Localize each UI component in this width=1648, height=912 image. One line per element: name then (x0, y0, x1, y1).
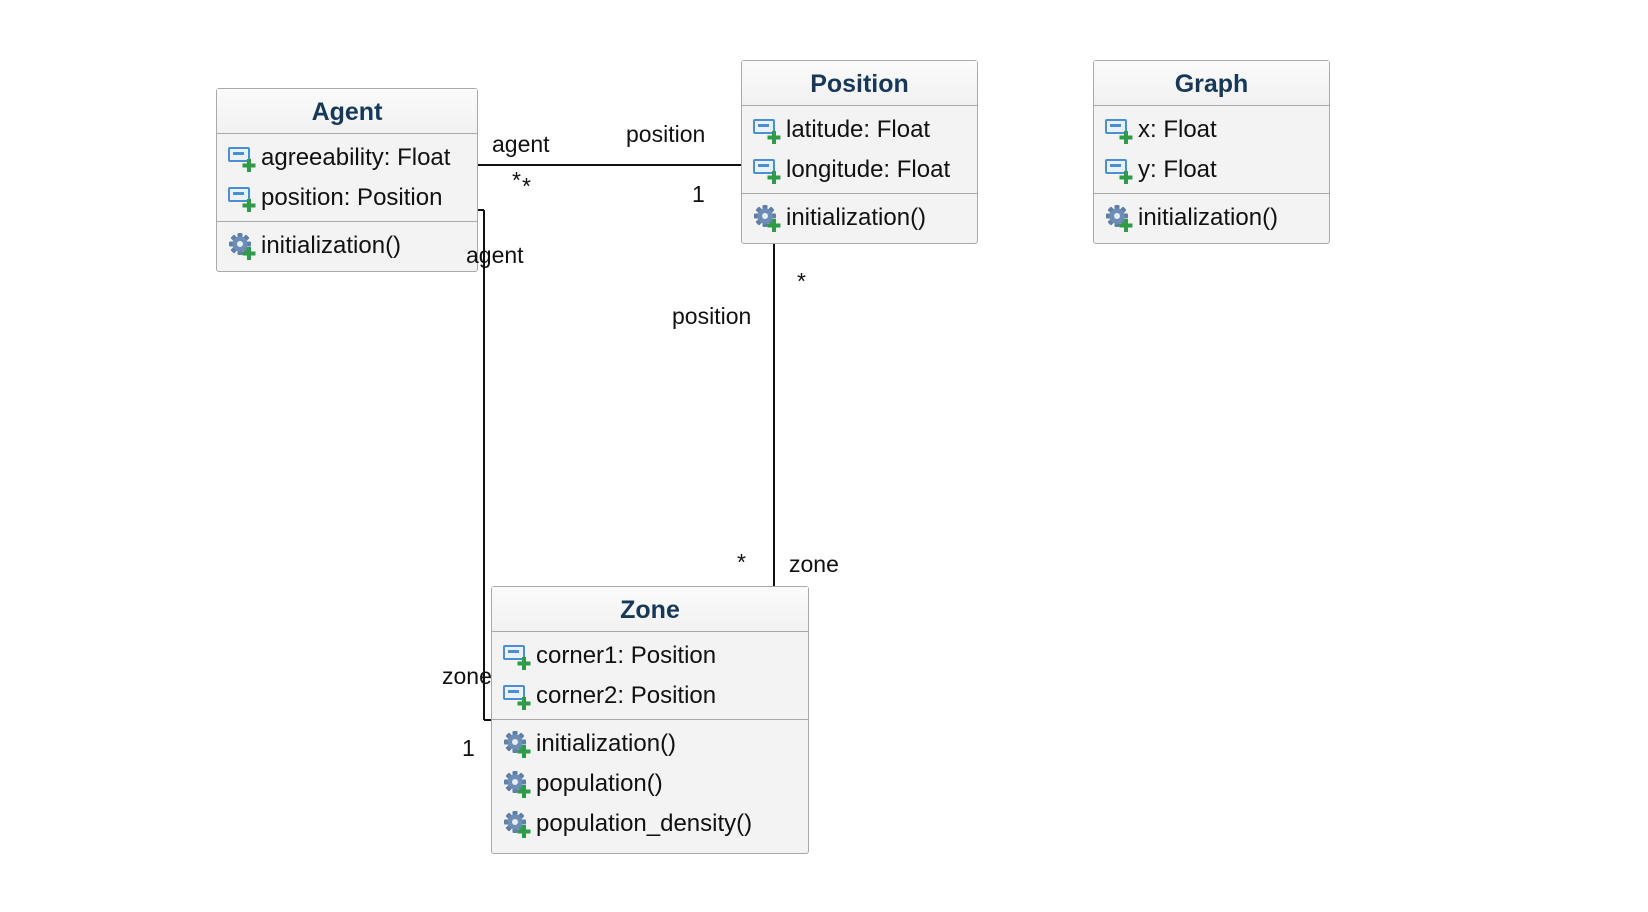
attribute-row[interactable]: corner2: Position (492, 676, 808, 716)
multiplicity-label-agent: * (522, 173, 531, 199)
operation-row[interactable]: initialization() (492, 724, 808, 764)
class-agent[interactable]: Agent agreeability: Float position: Posi… (216, 88, 478, 272)
multiplicity-label-zone: * (737, 549, 746, 575)
attribute-plus-icon (752, 155, 782, 185)
attribute-label: corner1: Position (536, 642, 717, 669)
attribute-plus-icon (1104, 115, 1134, 145)
multiplicity-label-position: * (797, 268, 806, 294)
class-zone-operations: initialization() population() population… (492, 719, 808, 847)
multiplicity-label-agent: * (512, 167, 521, 193)
class-agent-operations: initialization() (217, 221, 477, 269)
attribute-row[interactable]: latitude: Float (742, 110, 977, 150)
operation-gear-plus-icon (1104, 203, 1134, 233)
attribute-row[interactable]: corner1: Position (492, 636, 808, 676)
operation-gear-plus-icon (502, 729, 532, 759)
operation-row[interactable]: population_density() (492, 804, 808, 844)
role-label-agent: agent (492, 131, 550, 157)
class-position-attributes: latitude: Float longitude: Float (742, 106, 977, 193)
attribute-label: position: Position (261, 184, 443, 211)
class-zone[interactable]: Zone corner1: Position corner2: Position… (491, 586, 809, 854)
attribute-plus-icon (502, 641, 532, 671)
attribute-plus-icon (1104, 155, 1134, 185)
operation-gear-plus-icon (227, 231, 257, 261)
operation-row[interactable]: initialization() (1094, 198, 1329, 238)
operation-label: population_density() (536, 810, 753, 837)
attribute-plus-icon (227, 143, 257, 173)
operation-label: initialization() (1138, 204, 1279, 231)
class-position[interactable]: Position latitude: Float longitude: Floa… (741, 60, 978, 244)
operation-row[interactable]: initialization() (742, 198, 977, 238)
attribute-row[interactable]: agreeability: Float (217, 138, 477, 178)
class-graph[interactable]: Graph x: Float y: Float initialization() (1093, 60, 1330, 244)
class-position-operations: initialization() (742, 193, 977, 241)
operation-row[interactable]: population() (492, 764, 808, 804)
attribute-label: agreeability: Float (261, 144, 451, 171)
attribute-plus-icon (502, 681, 532, 711)
attribute-row[interactable]: y: Float (1094, 150, 1329, 190)
multiplicity-label-zone: 1 (462, 735, 475, 761)
attribute-row[interactable]: longitude: Float (742, 150, 977, 190)
operation-label: population() (536, 770, 663, 797)
class-zone-name: Zone (492, 587, 808, 632)
role-label-zone: zone (442, 663, 492, 689)
attribute-label: corner2: Position (536, 682, 717, 709)
operation-row[interactable]: initialization() (217, 226, 477, 266)
attribute-label: latitude: Float (786, 116, 931, 143)
operation-label: initialization() (786, 204, 927, 231)
role-label-agent: agent (466, 242, 524, 268)
operation-gear-plus-icon (752, 203, 782, 233)
attribute-row[interactable]: x: Float (1094, 110, 1329, 150)
multiplicity-label-position: 1 (692, 181, 705, 207)
class-agent-name: Agent (217, 89, 477, 134)
attribute-plus-icon (227, 183, 257, 213)
role-label-position: position (626, 121, 706, 147)
operation-label: initialization() (536, 730, 677, 757)
operation-label: initialization() (261, 232, 402, 259)
class-graph-attributes: x: Float y: Float (1094, 106, 1329, 193)
class-graph-operations: initialization() (1094, 193, 1329, 241)
role-label-position: position (672, 303, 752, 329)
attribute-label: longitude: Float (786, 156, 951, 183)
class-position-name: Position (742, 61, 977, 106)
role-label-zone: zone (789, 551, 839, 577)
class-zone-attributes: corner1: Position corner2: Position (492, 632, 808, 719)
class-agent-attributes: agreeability: Float position: Position (217, 134, 477, 221)
attribute-label: x: Float (1138, 116, 1217, 143)
operation-gear-plus-icon (502, 809, 532, 839)
class-graph-name: Graph (1094, 61, 1329, 106)
operation-gear-plus-icon (502, 769, 532, 799)
attribute-row[interactable]: position: Position (217, 178, 477, 218)
attribute-label: y: Float (1138, 156, 1217, 183)
attribute-plus-icon (752, 115, 782, 145)
